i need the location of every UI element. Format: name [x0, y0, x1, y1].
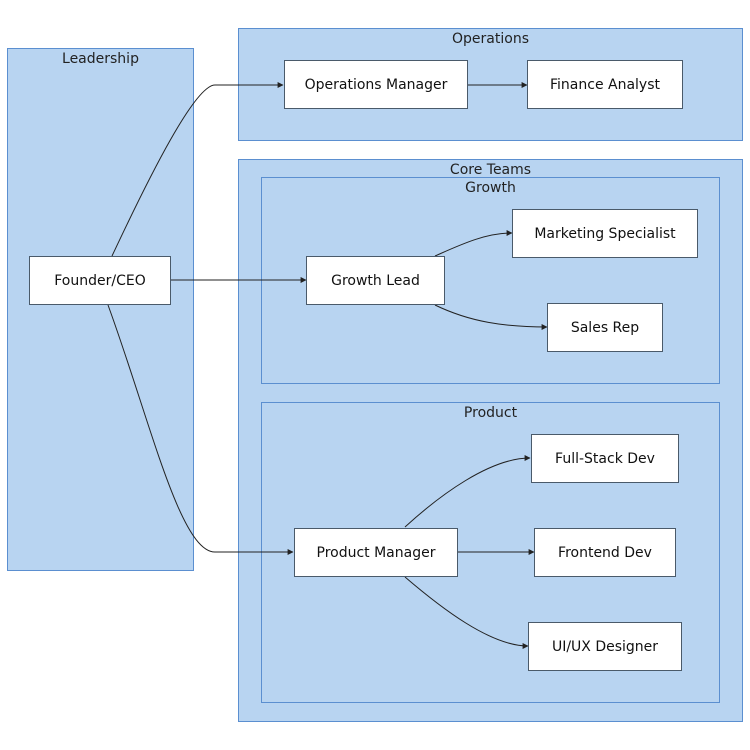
cluster-title-product: Product — [463, 405, 518, 421]
edge-ceo-to-ops-manager — [111, 82, 284, 257]
node-label: Full-Stack Dev — [555, 450, 655, 467]
node-label: UI/UX Designer — [551, 638, 659, 655]
cluster-title-growth: Growth — [465, 180, 516, 196]
node-operations-manager[interactable]: Operations Manager — [284, 60, 468, 109]
cluster-title-leadership: Leadership — [62, 51, 139, 67]
node-growth-lead[interactable]: Growth Lead — [306, 256, 445, 305]
node-frontend-dev[interactable]: Frontend Dev — [534, 528, 676, 577]
node-label: Growth Lead — [331, 272, 420, 289]
node-label: Finance Analyst — [550, 76, 660, 93]
cluster-leadership: Leadership — [7, 48, 194, 571]
edge-pm-to-designer — [404, 576, 529, 649]
node-ui-ux-designer[interactable]: UI/UX Designer — [528, 622, 682, 671]
cluster-title-operations: Operations — [452, 31, 529, 47]
node-full-stack-dev[interactable]: Full-Stack Dev — [531, 434, 679, 483]
node-founder-ceo[interactable]: Founder/CEO — [29, 256, 171, 305]
edge-growth-lead-to-sales — [434, 304, 548, 330]
node-sales-rep[interactable]: Sales Rep — [547, 303, 663, 352]
node-label: Operations Manager — [304, 76, 448, 93]
node-finance-analyst[interactable]: Finance Analyst — [527, 60, 683, 109]
edge-pm-to-fullstack — [404, 455, 531, 528]
edge-growth-lead-to-marketing — [434, 230, 513, 257]
edge-ceo-to-product-manager — [107, 304, 294, 555]
node-label: Founder/CEO — [54, 272, 146, 289]
node-label: Sales Rep — [570, 319, 640, 336]
node-marketing-specialist[interactable]: Marketing Specialist — [512, 209, 698, 258]
node-product-manager[interactable]: Product Manager — [294, 528, 458, 577]
node-label: Frontend Dev — [558, 544, 652, 561]
cluster-title-core-teams: Core Teams — [449, 162, 532, 178]
node-label: Marketing Specialist — [534, 225, 676, 242]
node-label: Product Manager — [316, 544, 436, 561]
